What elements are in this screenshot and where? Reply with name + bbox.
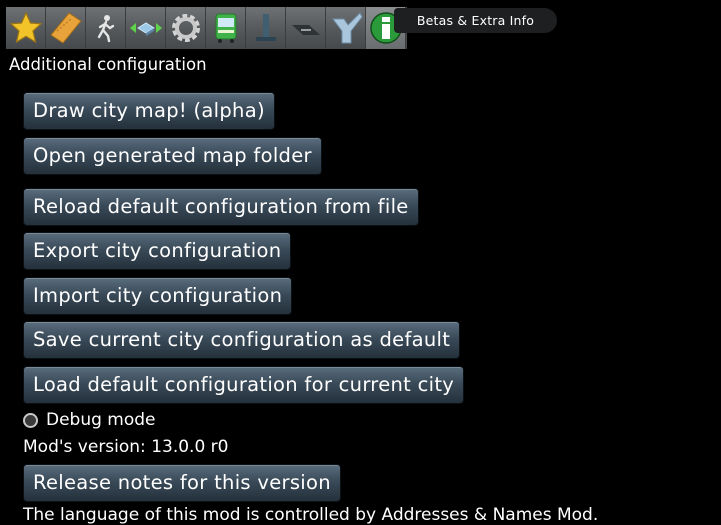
debug-mode-checkbox[interactable]: Debug mode xyxy=(23,410,156,430)
tab-junctions[interactable] xyxy=(326,7,366,49)
stop-sign-post-icon xyxy=(255,14,276,41)
tab-bar xyxy=(6,7,407,49)
star-icon xyxy=(9,11,42,44)
tab-settings[interactable] xyxy=(166,7,206,49)
debug-mode-label: Debug mode xyxy=(46,410,156,430)
import-city-config-button[interactable]: Import city configuration xyxy=(23,277,293,315)
page-title: Additional configuration xyxy=(9,55,207,74)
tab-tickets[interactable] xyxy=(46,7,86,49)
tab-transfers[interactable] xyxy=(126,7,166,49)
draw-city-map-button[interactable]: Draw city map! (alpha) xyxy=(23,92,275,130)
road-icon xyxy=(291,25,320,35)
tab-favorites[interactable] xyxy=(6,7,46,49)
debug-mode-radio[interactable] xyxy=(23,412,38,428)
road-junction-icon xyxy=(331,12,363,44)
tab-roads[interactable] xyxy=(286,7,326,49)
transfer-arrows-icon xyxy=(129,22,162,36)
tab-stops[interactable] xyxy=(246,7,286,49)
tab-buses[interactable] xyxy=(206,7,246,49)
tab-tooltip: Betas & Extra Info xyxy=(394,8,557,33)
release-notes-button[interactable]: Release notes for this version xyxy=(23,464,341,502)
gear-icon xyxy=(171,14,200,42)
ticket-icon xyxy=(49,12,82,44)
tab-pedestrian[interactable] xyxy=(86,7,126,49)
save-as-default-button[interactable]: Save current city configuration as defau… xyxy=(23,321,461,359)
export-city-config-button[interactable]: Export city configuration xyxy=(23,232,292,270)
bus-icon xyxy=(215,13,236,43)
reload-default-config-button[interactable]: Reload default configuration from file xyxy=(23,188,419,226)
open-map-folder-button[interactable]: Open generated map folder xyxy=(23,137,322,175)
mod-version: Mod's version: 13.0.0 r0 xyxy=(23,437,229,457)
load-default-for-city-button[interactable]: Load default configuration for current c… xyxy=(23,366,465,404)
walking-person-icon xyxy=(97,15,114,43)
language-note: The language of this mod is controlled b… xyxy=(23,505,599,525)
